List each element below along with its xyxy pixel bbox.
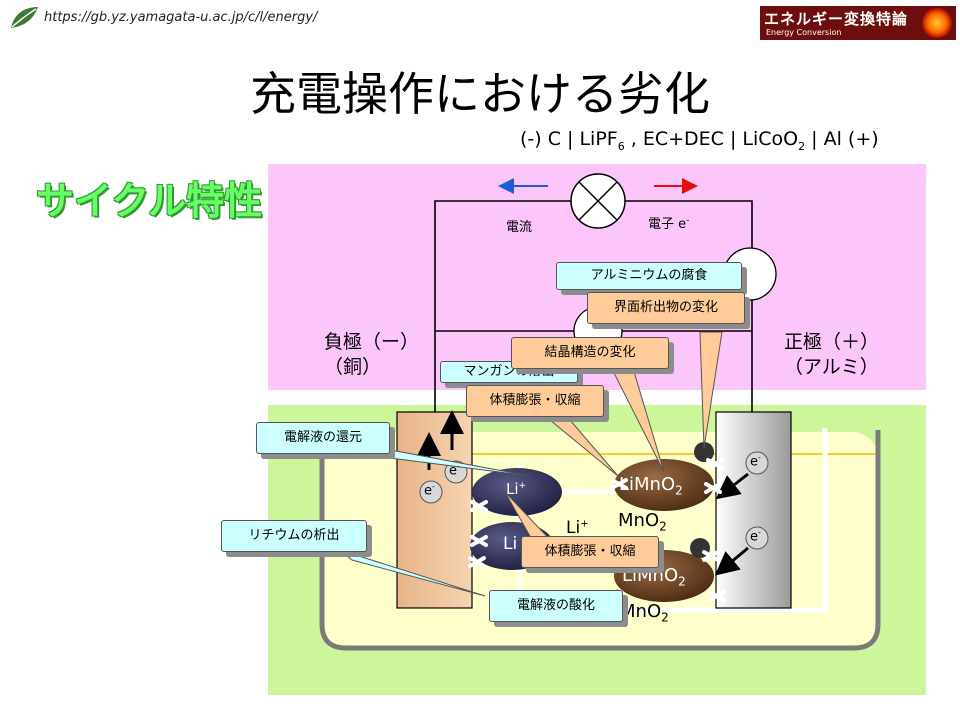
electron-icon — [745, 526, 769, 550]
current-label: 電流 — [506, 220, 533, 235]
limno2-label: LiMnO2 — [619, 474, 683, 498]
electron-text: e- — [424, 482, 435, 498]
formula-sub-2: 2 — [798, 139, 806, 153]
callout-interface-precipitate: 界面析出物の変化 — [587, 292, 745, 324]
formula-sub-1: 6 — [617, 139, 625, 153]
electron-charge: - — [432, 482, 435, 491]
negative-electrode-label: 負極（ー） （銅） — [324, 330, 419, 380]
site-url: https://gb.yz.yamagata-u.ac.jp/c/l/energ… — [44, 10, 318, 25]
lamp-icon — [570, 173, 626, 229]
callout-volume-change-top: 体積膨張・収縮 — [466, 385, 604, 417]
electron-flow-label: 電子 e- — [648, 213, 689, 232]
electron-text: e- — [750, 453, 761, 469]
li-symbol: Li — [503, 534, 518, 554]
section-heading: サイクル特性 — [36, 179, 263, 223]
callout-aluminum-corrosion: アルミニウムの腐食 — [556, 262, 742, 290]
li-symbol: Li — [506, 480, 519, 498]
formula-part-3: | Al (+) — [805, 128, 879, 150]
page-title: 充電操作における劣化 — [250, 67, 710, 121]
li-charge: + — [518, 481, 527, 491]
positive-label-line-2: （アルミ） — [784, 356, 879, 378]
li-symbol: Li — [566, 518, 581, 538]
electron-text: e- — [750, 528, 761, 544]
leaf-logo-icon — [11, 7, 38, 28]
subscript-2: 2 — [678, 574, 686, 589]
li-ion-label: Li+ — [566, 518, 589, 538]
electron-symbol: e — [449, 463, 457, 479]
electron-symbol: e — [424, 483, 432, 499]
electron-icon — [419, 480, 443, 504]
cell-formula: (-) C | LiPF6 , EC+DEC | LiCoO2 | Al (+) — [520, 128, 879, 153]
callout-volume-change-bottom: 体積膨張・収縮 — [521, 536, 659, 568]
electron-icon — [745, 451, 769, 475]
electron-charge: - — [758, 528, 761, 537]
positive-electrode-label: 正極（＋） （アルミ） — [784, 330, 879, 380]
electron-charge: - — [758, 453, 761, 462]
li-ion-particle — [472, 468, 562, 516]
positive-label-line-1: 正極（＋） — [784, 331, 880, 353]
limno2-label: LiMnO2 — [622, 565, 686, 589]
limno2-text: LiMnO — [622, 565, 679, 586]
subscript-2: 2 — [659, 519, 667, 534]
negative-label-line-2: （銅） — [324, 356, 382, 378]
limno2-particle — [614, 459, 714, 511]
mno2-label: MnO2 — [618, 510, 667, 534]
subscript-2: 2 — [661, 610, 669, 625]
positive-electrode — [715, 411, 792, 609]
course-logo: エネルギー変換特論 Energy Conversion — [760, 6, 956, 40]
electron-charge: - — [457, 462, 460, 471]
electron-symbol: e — [750, 529, 758, 545]
sun-icon — [922, 8, 952, 38]
logo-title: エネルギー変換特論 — [764, 10, 909, 28]
callout-crystal-structure: 結晶構造の変化 — [511, 337, 669, 369]
negative-electrode — [396, 411, 473, 609]
mno2-text: MnO — [620, 601, 662, 622]
electron-symbol: e — [750, 454, 758, 470]
callout-lithium-deposition: リチウムの析出 — [221, 520, 367, 552]
callout-electrolyte-reduction: 電解液の還元 — [256, 422, 390, 454]
electron-flow-text: 電子 e — [648, 217, 687, 232]
limno2-text: LiMnO — [619, 474, 676, 495]
degradation-marks — [468, 458, 726, 602]
subscript-2: 2 — [675, 483, 683, 498]
electron-text: e- — [449, 462, 460, 478]
li-ion-label: Li — [503, 534, 517, 554]
formula-part-2: , EC+DEC | LiCoO — [624, 128, 799, 150]
formula-part-1: (-) C | LiPF — [520, 128, 618, 150]
negative-label-line-1: 負極（ー） — [324, 331, 420, 353]
li-charge: + — [580, 518, 589, 530]
mno2-label: MnO2 — [620, 601, 669, 625]
electron-flow-sup: - — [686, 215, 690, 226]
li-ion-label: Li+ — [506, 480, 526, 498]
callout-electrolyte-oxidation: 電解液の酸化 — [489, 590, 623, 622]
mno2-text: MnO — [618, 510, 660, 531]
logo-subtitle: Energy Conversion — [766, 28, 842, 37]
